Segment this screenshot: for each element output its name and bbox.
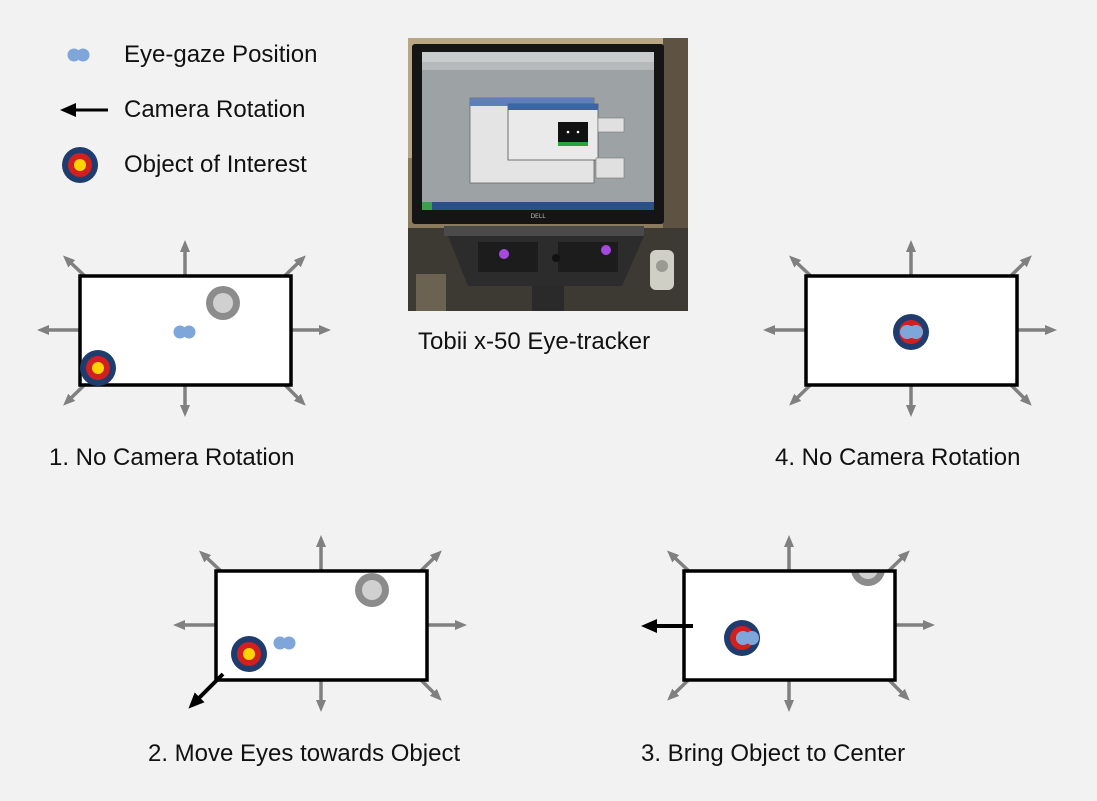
gaze-marker — [736, 631, 759, 645]
panel-3 — [639, 528, 939, 713]
target-icon — [60, 147, 108, 183]
camera-rotation-arrow — [188, 672, 225, 709]
panel-1 — [35, 233, 335, 418]
panel-1-caption: 1. No Camera Rotation — [49, 444, 295, 471]
distractor-object — [355, 573, 389, 607]
gaze-marker — [900, 325, 923, 339]
distractor-object — [206, 286, 240, 320]
eye-gaze-label: Eye-gaze Position — [124, 41, 318, 68]
panel-3-caption: 3. Bring Object to Center — [641, 740, 906, 767]
panel-4-caption: 4. No Camera Rotation — [775, 444, 1021, 471]
camera-view-background — [684, 571, 895, 680]
eye-gaze-icon — [60, 37, 108, 73]
photo-caption: Tobii x-50 Eye-tracker — [418, 328, 651, 355]
legend-eye-gaze: Eye-gaze Position — [60, 37, 317, 73]
target-object — [80, 350, 116, 386]
target-object — [231, 636, 267, 672]
distractor-object — [851, 571, 885, 586]
eye-tracker-photo: DELL — [408, 38, 688, 311]
legend-object: Object of Interest — [60, 147, 307, 183]
bezel-brand: DELL — [530, 213, 546, 220]
gaze-marker — [173, 325, 196, 339]
panel-2 — [171, 528, 471, 713]
legend-camera-rotation: Camera Rotation — [60, 92, 305, 128]
arrow-left-icon — [60, 92, 108, 128]
camera-rotation-label: Camera Rotation — [124, 96, 306, 123]
object-label: Object of Interest — [124, 151, 307, 178]
panel-2-caption: 2. Move Eyes towards Object — [148, 740, 461, 767]
gaze-marker — [273, 636, 296, 650]
panel-4 — [761, 233, 1061, 418]
